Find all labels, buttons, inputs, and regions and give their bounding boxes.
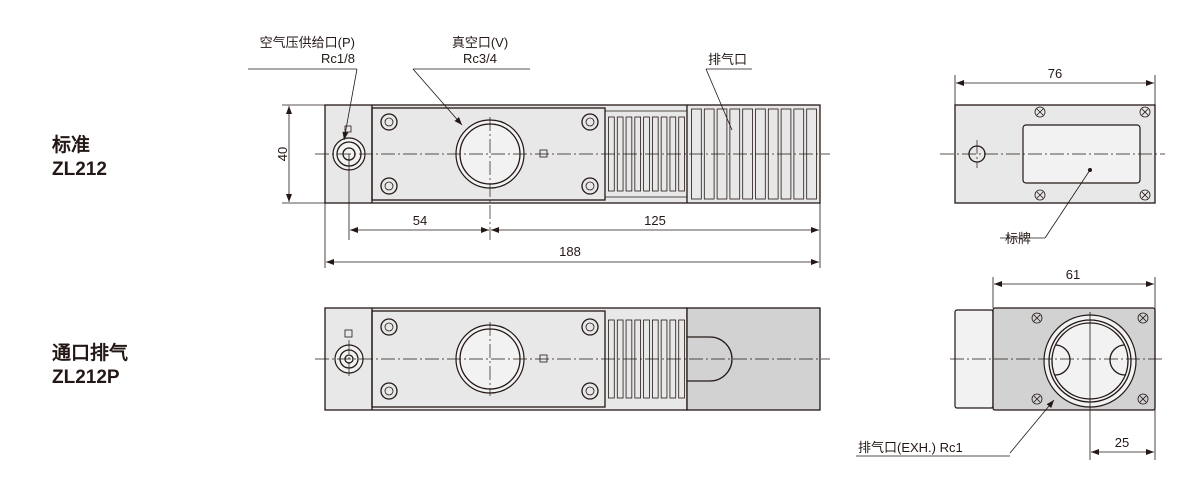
dim-overall-length: 188 (559, 244, 581, 259)
screw-icon (581, 177, 599, 195)
dim-width-top: 76 (1048, 66, 1062, 81)
side-view-ported: 排气口(EXH.) Rc1 61 25 (856, 267, 1165, 460)
screw-icon (380, 382, 398, 400)
exhaust-port-label: 排气口 (708, 52, 747, 67)
vacuum-port-label: 真空口(V) (452, 35, 508, 50)
model-name: 通口排气 (52, 342, 129, 364)
exhaust-exh-label: 排气口(EXH.) Rc1 (858, 440, 963, 455)
model-ported-exhaust: 通口排气 ZL212P (52, 340, 128, 390)
top-view-ported (315, 307, 830, 411)
dim-height: 40 (275, 147, 290, 161)
screw-icon (581, 318, 599, 336)
dim-v-to-end: 125 (644, 213, 666, 228)
supply-port-label: 空气压供给口(P) (260, 35, 355, 50)
screw-icon (1034, 106, 1046, 118)
dim-exh-offset: 25 (1115, 435, 1129, 450)
top-view-standard: 空气压供给口(P) Rc1/8 真空口(V) Rc3/4 排气口 40 54 1… (248, 35, 830, 268)
vacuum-port-size: Rc3/4 (463, 51, 497, 66)
model-code: ZL212P (52, 367, 120, 388)
dim-p-to-v: 54 (413, 213, 427, 228)
nameplate-label: 标牌 (1005, 231, 1031, 246)
fin (660, 319, 668, 399)
screw-icon (1034, 189, 1046, 201)
screw-icon (1137, 312, 1149, 324)
screw-icon (1137, 393, 1149, 405)
screw-icon (581, 113, 599, 131)
model-code: ZL212 (52, 159, 107, 180)
screw-icon (380, 177, 398, 195)
screw-icon (1031, 393, 1043, 405)
model-name: 标准 (52, 134, 91, 156)
model-standard: 标准 ZL212 (52, 132, 107, 182)
screw-icon (581, 382, 599, 400)
screw-icon (380, 113, 398, 131)
screw-icon (1139, 189, 1151, 201)
screw-icon (1139, 106, 1151, 118)
screw-icon (380, 318, 398, 336)
side-view-standard: 标牌 76 (940, 66, 1165, 246)
screw-icon (1031, 312, 1043, 324)
dim-width-ported: 61 (1066, 267, 1080, 282)
supply-port-size: Rc1/8 (321, 51, 355, 66)
mounting-screws (380, 113, 599, 195)
fin (660, 116, 668, 192)
